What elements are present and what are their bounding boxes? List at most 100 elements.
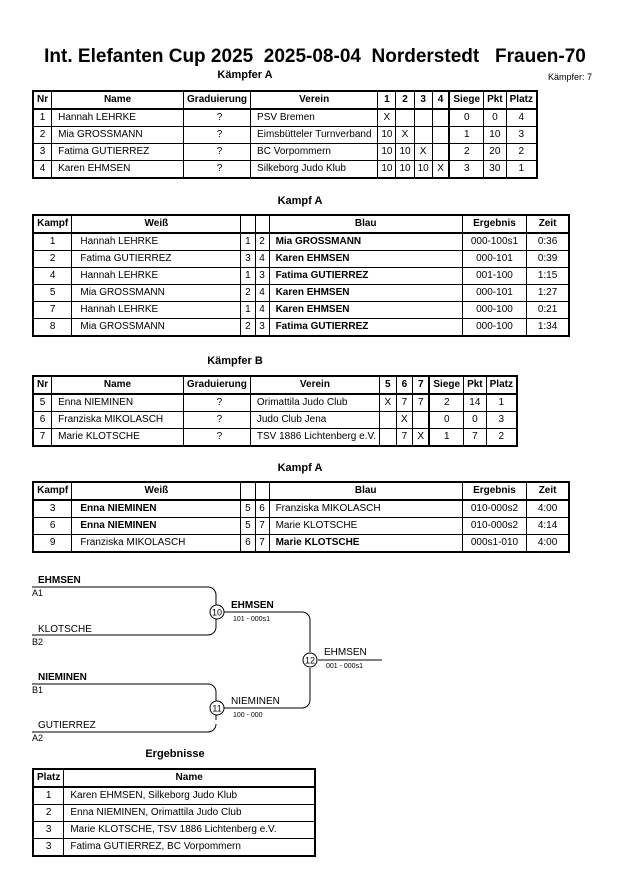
results-cell: 1 [32,786,65,805]
poolA-cell: Eimsbütteler Turnverband [250,126,379,144]
fightsA-header-1: Weiß [71,214,242,234]
poolA-cell: Hannah LEHRKE [51,108,185,127]
results-header-1: Name [63,768,316,788]
poolA-cell: 10 [413,160,433,179]
results-title: Ergebnisse [145,748,205,760]
poolA-cell: ? [183,126,252,144]
poolB-cell: 5 [32,393,53,412]
poolA-cell: ? [183,108,252,127]
poolA-header-4: 1 [377,90,397,110]
poolB-cell: Judo Club Jena [249,411,381,429]
sf2-top-seed: B1 [32,685,43,695]
poolB-cell: Enna NIEMINEN [51,393,184,412]
fightsA-cell: 1 [240,301,256,319]
poolB-cell: 7 [395,393,414,412]
poolA-cell: X [413,143,433,161]
fightsA-cell: 4 [254,301,270,319]
fightsA-cell: 2 [254,232,270,251]
fightsA-cell: 1 [240,232,256,251]
fightsB-header-2 [240,481,256,501]
fightsA-cell: 4 [254,250,270,268]
sf2-bottom-seed: A2 [32,733,43,743]
fightsA-cell: 000-100 [461,318,528,337]
fightsA-cell: Mia GROSSMANN [268,232,463,251]
match-12-circle [302,652,318,668]
poolB-cell: 7 [395,428,414,447]
page-title: Int. Elefanten Cup 2025 2025-08-04 Norde… [44,46,586,67]
results-cell: 3 [32,821,65,839]
fightsA-cell: 3 [240,250,256,268]
final-score: 001 - 000s1 [326,663,363,670]
sf1-bottom-seed: B2 [32,637,43,647]
fighter-count: Kämpfer: 7 [548,72,593,82]
fightsA-cell: 1:15 [526,267,570,285]
fightsB-header-3 [254,481,270,501]
fightsA-cell: 000-101 [461,250,528,268]
poolA-cell: Fatima GUTIERREZ [51,143,185,161]
poolA-cell [413,126,433,144]
fightsB-cell: 9 [32,534,73,553]
fightsB-cell: Marie KLOTSCHE [268,534,463,553]
poolA-cell: Karen EHMSEN [51,160,185,179]
poolA-cell: 10 [483,126,507,144]
poolA-cell: Mia GROSSMANN [51,126,185,144]
fightsA-cell: 1 [32,232,73,251]
poolB-cell [412,411,431,429]
results-cell: Karen EHMSEN, Silkeborg Judo Klub [63,786,316,805]
fightsA-cell: 000-100s1 [461,232,528,251]
poolA-cell: 3 [32,143,53,161]
fights-b-title: Kampf A [277,462,323,474]
poolA-cell: 20 [483,143,507,161]
fightsA-cell: Karen EHMSEN [268,301,463,319]
fightsB-cell: 000s1-010 [461,534,528,553]
poolB-cell: 7 [412,393,431,412]
poolA-cell: 0 [483,108,507,127]
poolA-header-7: 4 [431,90,451,110]
poolB-cell: X [395,411,414,429]
poolA-header-6: 3 [413,90,433,110]
fightsA-cell: 3 [254,318,270,337]
poolA-header-8: Siege [448,90,485,110]
fightsB-cell: Marie KLOTSCHE [268,517,463,535]
fightsB-cell: Franziska MIKOLASCH [268,499,463,518]
sf1-score: 101 - 000s1 [233,616,270,623]
poolA-header-0: Nr [32,90,53,110]
poolA-cell [413,108,433,127]
poolA-cell: 3 [505,126,538,144]
fightsB-cell: 4:00 [526,499,570,518]
poolB-cell: ? [182,411,251,429]
poolB-header-9: Platz [485,375,518,395]
poolB-cell: 7 [32,428,53,447]
pool-b-title: Kämpfer B [207,355,263,367]
poolB-header-0: Nr [32,375,53,395]
poolB-header-7: Siege [428,375,465,395]
poolA-cell [431,143,451,161]
bracket: EHMSEN A1 KLOTSCHE B2 NIEMINEN B1 GUTIER… [32,575,382,743]
fightsB-cell: 4:14 [526,517,570,535]
match-10-circle [209,604,225,620]
poolA-cell [431,126,451,144]
poolA-cell: X [431,160,451,179]
fightsA-cell: 3 [254,267,270,285]
results-cell: Marie KLOTSCHE, TSV 1886 Lichtenberg e.V… [63,821,316,839]
sf2-number: 11 [212,704,221,714]
poolB-cell: X [412,428,431,447]
fightsB-cell: 5 [240,499,256,518]
sf2-top-name: NIEMINEN [38,672,87,683]
sf1-bottom-name: KLOTSCHE [38,624,92,635]
poolB-header-1: Name [51,375,184,395]
